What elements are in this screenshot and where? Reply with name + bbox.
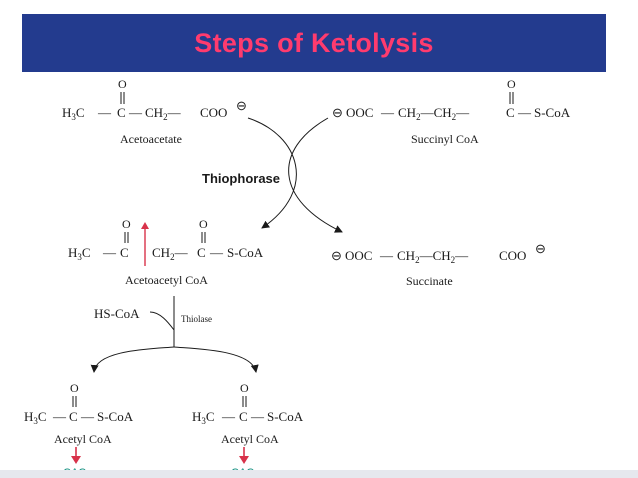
reaction-arrow-to-acetoacetyl-coa — [247, 117, 297, 229]
down-arrow-icon — [71, 456, 81, 464]
cleavage-arrow-icon — [141, 222, 149, 229]
svg-text:O: O — [122, 217, 131, 231]
thiolase-enzyme-label: Thiolase — [181, 314, 212, 324]
svg-text:C: C — [239, 409, 248, 424]
methyl-group: H3C — [24, 409, 47, 426]
reaction-arrow-to-succinate — [288, 117, 343, 233]
negative-charge-icon: ⊖ — [535, 241, 546, 256]
acetyl-coa-left-structure: O H3C — C — S-CoA Acetyl CoA CAC — [24, 381, 134, 478]
hs-coa-entry-arrow — [149, 311, 175, 331]
svg-text:C: C — [120, 245, 129, 260]
thioester-carbon: C — [506, 105, 515, 120]
svg-text:O: O — [70, 381, 79, 395]
acetyl-coa-right-structure: O H3C — C — S-CoA Acetyl CoA CAC — [192, 381, 304, 478]
succinate-label: Succinate — [406, 274, 453, 288]
coa-group: S-CoA — [267, 409, 304, 424]
negative-charge-icon: ⊖ — [332, 105, 343, 120]
svg-text:O: O — [240, 381, 249, 395]
succinate-structure: ⊖ OOC — CH2—CH2— COO ⊖ Succinate — [331, 241, 546, 288]
down-arrow-icon — [239, 456, 249, 464]
svg-text:—: — — [209, 245, 224, 260]
methylene-group: CH2—CH2— — [397, 248, 469, 265]
title-banner: Steps of Ketolysis — [22, 14, 606, 72]
svg-text:C: C — [197, 245, 206, 260]
acetoacetate-structure: O H3C — C — CH2— COO ⊖ Acetoacetate — [62, 77, 247, 146]
negative-charge-icon: ⊖ — [331, 248, 342, 263]
acetoacetyl-coa-structure: O O H3C — C CH2— C — S-CoA Acetoacetyl C… — [68, 217, 264, 287]
svg-text:—: — — [221, 409, 236, 424]
slide-footer-bar — [0, 470, 638, 478]
svg-text:—: — — [250, 409, 265, 424]
carboxylate-group: OOC — [346, 105, 373, 120]
svg-text:C: C — [69, 409, 78, 424]
svg-text:—: — — [52, 409, 67, 424]
methylene-group: CH2—CH2— — [398, 105, 470, 122]
acetyl-coa-right-label: Acetyl CoA — [221, 432, 279, 446]
svg-text:—: — — [102, 245, 117, 260]
methyl-group: H3C — [192, 409, 215, 426]
methyl-group: H3C — [68, 245, 91, 262]
methylene-group: CH2— — [152, 245, 189, 262]
coa-group: S-CoA — [227, 245, 264, 260]
branch-arrow-right — [173, 346, 259, 373]
svg-text:—: — — [517, 105, 532, 120]
svg-text:O: O — [507, 77, 516, 91]
methylene-group: CH2— — [145, 105, 182, 122]
slide-title: Steps of Ketolysis — [194, 28, 434, 58]
hs-coa-label: HS-CoA — [94, 306, 140, 321]
carbonyl-oxygen: O — [118, 77, 127, 91]
succinyl-coa-label: Succinyl CoA — [411, 132, 479, 146]
coa-group: S-CoA — [97, 409, 134, 424]
svg-text:O: O — [199, 217, 208, 231]
negative-charge-icon: ⊖ — [236, 98, 247, 113]
svg-text:—: — — [97, 105, 112, 120]
svg-text:—: — — [380, 105, 395, 120]
acetyl-coa-left-label: Acetyl CoA — [54, 432, 112, 446]
branch-arrow-left — [90, 346, 175, 373]
carboxylate-group: COO — [200, 105, 227, 120]
coa-group: S-CoA — [534, 105, 571, 120]
svg-text:—: — — [128, 105, 143, 120]
svg-text:OOC: OOC — [345, 248, 372, 263]
carboxylate-group: COO — [499, 248, 526, 263]
thiophorase-enzyme-label: Thiophorase — [202, 171, 280, 186]
methyl-group: H3C — [62, 105, 85, 122]
succinyl-coa-structure: O ⊖ OOC — CH2—CH2— C — S-CoA Succinyl Co… — [332, 77, 571, 146]
carbonyl-carbon: C — [117, 105, 126, 120]
acetoacetyl-coa-label: Acetoacetyl CoA — [125, 273, 208, 287]
svg-text:—: — — [379, 248, 394, 263]
svg-text:—: — — [80, 409, 95, 424]
acetoacetate-label: Acetoacetate — [120, 132, 182, 146]
